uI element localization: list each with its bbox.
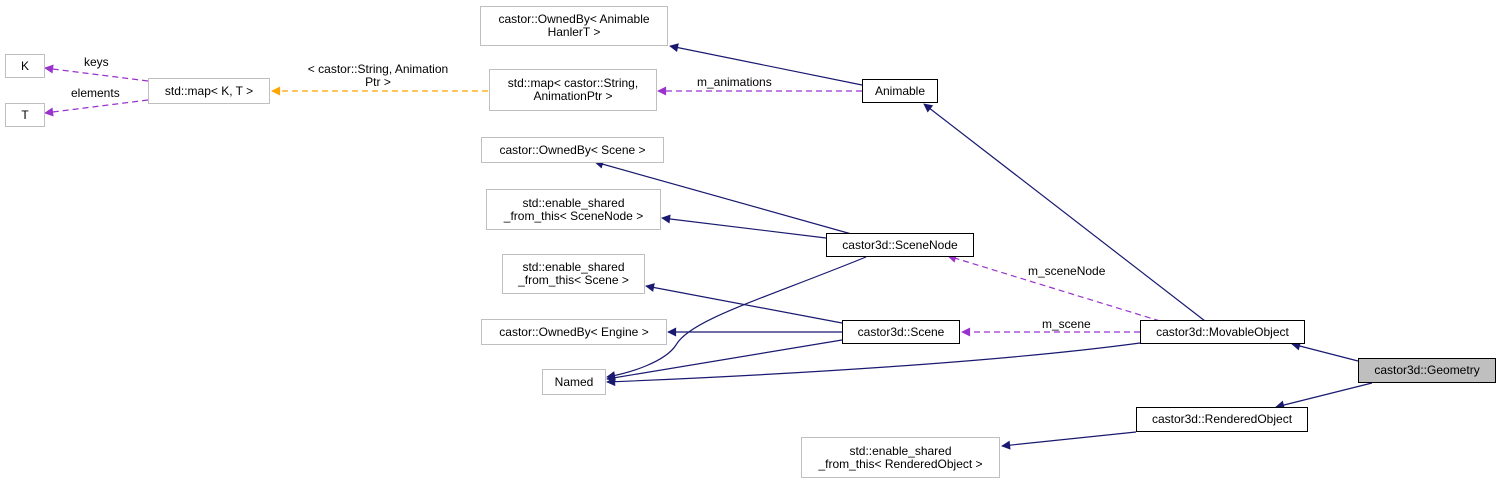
edge-mapkt-k <box>44 64 149 82</box>
edge-movable-animable <box>923 103 1206 322</box>
node-scenenode[interactable]: castor3d::SceneNode <box>826 233 974 257</box>
node-k[interactable]: K <box>5 54 45 78</box>
edge-mapkt-t <box>44 99 149 117</box>
node-std-map-k-t[interactable]: std::map< K, T > <box>148 78 270 104</box>
edge-scene-named <box>606 339 843 383</box>
node-renderedobject[interactable]: castor3d::RenderedObject <box>1136 407 1308 432</box>
node-t[interactable]: T <box>5 103 45 127</box>
node-animable[interactable]: Animable <box>862 79 938 103</box>
edge-scenenode-named <box>606 256 867 381</box>
edge-label-m-scenenode: m_sceneNode <box>1028 264 1106 278</box>
node-enable-shared-scenenode[interactable]: std::enable_shared _from_this< SceneNode… <box>486 189 661 230</box>
edge-rendered-sharedrendered <box>1001 431 1137 450</box>
node-scene[interactable]: castor3d::Scene <box>842 320 960 344</box>
node-movableobject[interactable]: castor3d::MovableObject <box>1140 320 1305 344</box>
node-named[interactable]: Named <box>542 369 606 395</box>
edge-label-keys: keys <box>84 55 109 69</box>
edge-label-m-scene: m_scene <box>1042 317 1091 331</box>
node-enable-shared-scene[interactable]: std::enable_shared _from_this< Scene > <box>502 254 645 294</box>
node-geometry[interactable]: castor3d::Geometry <box>1358 358 1496 383</box>
edge-geometry-rendered <box>1275 382 1373 410</box>
edge-geometry-movable <box>1291 341 1359 362</box>
edge-scenenode-sharedscenenode <box>661 214 827 239</box>
edge-label-m-animations: m_animations <box>697 75 772 89</box>
edge-animable-ownedby <box>669 43 863 86</box>
edge-movable-named <box>606 342 1141 387</box>
node-ownedby-animable-handler[interactable]: castor::OwnedBy< Animable HanlerT > <box>480 6 668 46</box>
edge-label-elements: elements <box>71 86 120 100</box>
node-ownedby-engine[interactable]: castor::OwnedBy< Engine > <box>481 319 667 345</box>
edge-scenenode-ownedbyscene <box>594 159 856 236</box>
node-std-map-string-animationptr[interactable]: std::map< castor::String, AnimationPtr > <box>489 69 657 111</box>
edge-label-template-args: < castor::String, Animation Ptr > <box>307 62 449 89</box>
node-ownedby-scene[interactable]: castor::OwnedBy< Scene > <box>481 137 664 163</box>
edge-movable-scenenode <box>947 254 1161 322</box>
node-enable-shared-renderedobject[interactable]: std::enable_shared _from_this< RenderedO… <box>801 437 1000 478</box>
